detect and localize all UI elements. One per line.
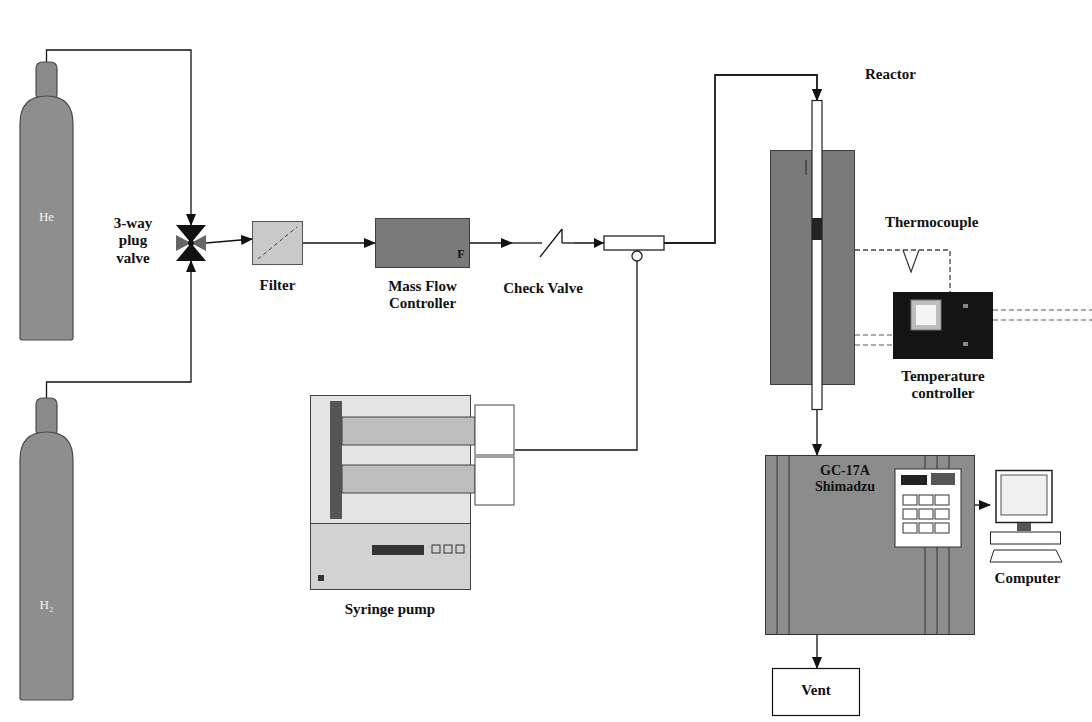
component-label: Syringe pump bbox=[290, 601, 490, 618]
instrument-label: GC-17A Shimadzu bbox=[801, 463, 889, 495]
signal-line bbox=[855, 250, 950, 292]
thermocouple-symbol bbox=[903, 250, 919, 272]
component-label: Mass Flow Controller bbox=[365, 278, 480, 313]
plug-valve-shape bbox=[176, 225, 206, 261]
flow-line bbox=[470, 242, 512, 243]
tube-reactor-shape bbox=[770, 100, 855, 410]
component-label: Temperature controller bbox=[871, 368, 1015, 403]
component-label: Computer bbox=[978, 570, 1077, 587]
check-valve-shape bbox=[512, 226, 574, 260]
sensor-label: Thermocouple bbox=[885, 214, 978, 231]
gas-chromatograph: GC-17A Shimadzu bbox=[765, 455, 975, 635]
gas-cylinder-shape bbox=[18, 62, 75, 340]
gas-cylinder: H₂ bbox=[18, 398, 75, 700]
component-label: 3-way plug valve bbox=[104, 215, 162, 267]
syringe-pump: Syringe pump bbox=[310, 395, 515, 590]
cylinder-label: He bbox=[18, 210, 75, 225]
flow-line bbox=[975, 504, 990, 505]
flow-line bbox=[206, 239, 252, 243]
mixing-tee bbox=[594, 236, 664, 261]
vent-label: Vent bbox=[772, 682, 860, 699]
flow-line bbox=[816, 410, 817, 455]
instrument-letter: F bbox=[455, 248, 467, 262]
flow-line bbox=[303, 242, 375, 243]
mass-flow-controller: FMass Flow Controller bbox=[375, 218, 470, 268]
gas-cylinder: He bbox=[18, 62, 75, 340]
temperature-controller: Temperature controller bbox=[893, 292, 993, 359]
computer: Computer bbox=[990, 470, 1065, 565]
filter-shape bbox=[252, 221, 303, 265]
filter: Filter bbox=[252, 221, 303, 265]
component-label: Reactor bbox=[865, 66, 945, 83]
syringe-pump-shape bbox=[310, 395, 515, 590]
vent-box: Vent bbox=[772, 668, 860, 716]
tube-reactor: Reactor bbox=[770, 100, 855, 410]
plug-valve: 3-way plug valve bbox=[176, 225, 206, 261]
check-valve: Check Valve bbox=[512, 226, 574, 260]
temperature-controller-shape bbox=[893, 292, 993, 359]
gas-cylinder-shape bbox=[18, 398, 75, 700]
cylinder-label: H₂ bbox=[18, 598, 75, 613]
mass-flow-controller-shape bbox=[375, 218, 470, 268]
component-label: Filter bbox=[230, 277, 325, 294]
flow-line bbox=[816, 635, 817, 668]
computer-shape bbox=[990, 470, 1065, 565]
component-label: Check Valve bbox=[488, 280, 598, 297]
